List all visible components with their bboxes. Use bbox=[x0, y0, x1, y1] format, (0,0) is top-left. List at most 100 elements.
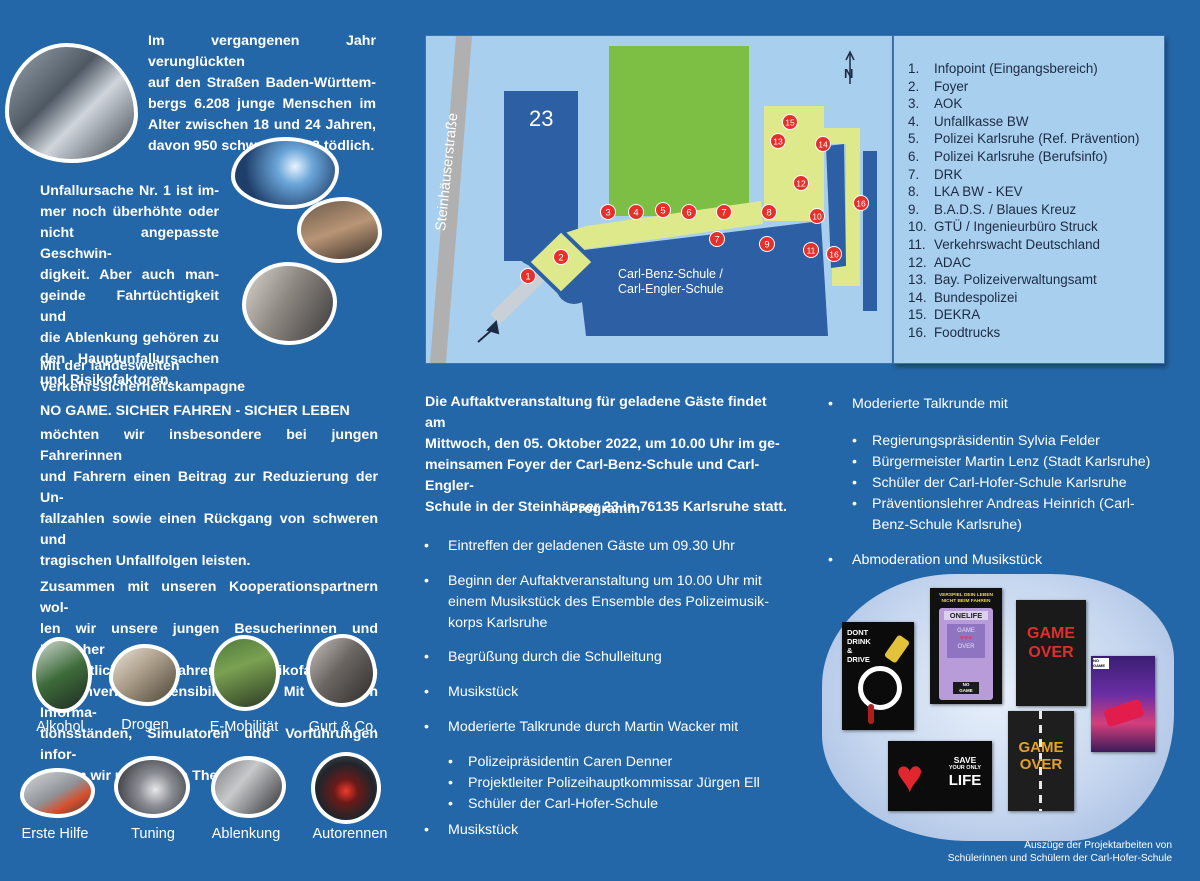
program-item-music-2: Musikstück bbox=[424, 820, 518, 841]
caption-line: Schülerinnen und Schülern der Carl-Hofer… bbox=[947, 853, 1172, 864]
speed-photo bbox=[231, 137, 339, 209]
map-marker-label: 6 bbox=[686, 208, 691, 219]
legend-number: 15. bbox=[908, 307, 927, 323]
map-marker bbox=[553, 249, 569, 265]
map-marker-label: 3 bbox=[605, 208, 610, 219]
program-item-music-1: Musikstück bbox=[424, 682, 794, 703]
map-marker-label: 13 bbox=[773, 137, 783, 147]
legend-number: 2. bbox=[908, 78, 920, 94]
walkway-right bbox=[832, 128, 860, 286]
first-aid-icon bbox=[20, 768, 95, 818]
map-marker-label: 7 bbox=[714, 235, 719, 246]
map-marker-label: 4 bbox=[633, 208, 638, 219]
poster-game-over-road: GAME OVER bbox=[1008, 711, 1074, 811]
event-line: meinsamen Foyer der Carl-Benz-Schule und… bbox=[425, 457, 760, 494]
stats-line: auf den Straßen Baden-Württem- bbox=[148, 75, 376, 91]
poster-text: DRINK bbox=[847, 637, 871, 646]
program-item-text: Eintreffen der geladenen Gäste um 09.30 … bbox=[448, 538, 735, 554]
map-marker bbox=[761, 204, 777, 220]
heart-icon: ♥ bbox=[896, 750, 924, 802]
map-marker-label: 9 bbox=[764, 240, 769, 251]
legend-item: 10.GTÜ / Ingenieurbüro Struck bbox=[908, 218, 1164, 236]
entrance-walkway bbox=[490, 260, 556, 324]
talk-2-guest: Regierungspräsidentin Sylvia Felder bbox=[852, 431, 1168, 452]
poster-text: OVER bbox=[1028, 644, 1074, 661]
poster-text: SAVE bbox=[953, 755, 977, 765]
legend-item: 13.Bay. Polizeiverwaltungsamt bbox=[908, 271, 1164, 289]
campaign-name: NO GAME. SICHER FAHREN - SICHER LEBEN bbox=[40, 403, 350, 419]
poster-one-life: VERSPIEL DEIN LEBEN NICHT BEIM FAHREN ON… bbox=[930, 588, 1002, 704]
legend-number: 14. bbox=[908, 289, 927, 305]
building-23-label: 23 bbox=[529, 106, 554, 131]
stats-line: bergs 6.208 junge Menschen im bbox=[148, 96, 376, 112]
map-marker bbox=[809, 208, 825, 224]
campaign-intro: Mit der landesweiten Verkehrssicherheits… bbox=[40, 358, 246, 395]
legend-item: 4.Unfallkasse BW bbox=[908, 113, 1164, 131]
cause-line: Unfallursache Nr. 1 ist im- bbox=[40, 183, 219, 199]
stats-paragraph: Im vergangenen Jahr verunglückten auf de… bbox=[148, 31, 376, 157]
legend-label: AOK bbox=[934, 96, 963, 112]
guest-name: Projektleiter Polizeihauptkommissar Jürg… bbox=[468, 775, 760, 791]
map-marker bbox=[628, 204, 644, 220]
program-item-text: Moderierte Talkrunde durch Martin Wacker… bbox=[448, 719, 739, 735]
poster-text: OVER bbox=[1019, 756, 1063, 773]
map-marker bbox=[716, 204, 732, 220]
program-item-start: Beginn der Auftaktveranstaltung um 10.00… bbox=[424, 571, 794, 634]
legend-label: Bundespolizei bbox=[934, 289, 1018, 305]
guest-name: Schüler der Carl-Hofer-Schule Karlsruhe bbox=[872, 475, 1127, 491]
program-item-text: Musikstück bbox=[448, 822, 519, 838]
legend-item: 12.ADAC bbox=[908, 254, 1164, 272]
alcohol-icon bbox=[32, 637, 92, 713]
road-line bbox=[1039, 711, 1042, 811]
drugs-icon bbox=[109, 644, 180, 706]
poster-text: & bbox=[847, 646, 853, 655]
legend-number: 1. bbox=[908, 61, 920, 76]
event-line: Mittwoch, den 05. Oktober 2022, um 10.00… bbox=[425, 436, 780, 452]
program-item-closing: Abmoderation und Musikstück bbox=[828, 550, 1168, 571]
cause-line: nicht angepasste Geschwin- bbox=[40, 225, 219, 262]
cause-line: mer noch überhöhte oder bbox=[40, 204, 219, 220]
talk-1-guest: Schüler der Carl-Hofer-Schule bbox=[448, 794, 794, 815]
map-marker-label: 12 bbox=[796, 179, 806, 189]
map-marker bbox=[709, 231, 725, 247]
stats-line: Im vergangenen Jahr verunglückten bbox=[148, 33, 376, 70]
map-marker bbox=[782, 114, 798, 130]
program-item-text: Beginn der Auftaktveranstaltung um 10.00… bbox=[448, 573, 762, 589]
area-12 bbox=[764, 154, 819, 202]
legend-label: B.A.D.S. / Blaues Kreuz bbox=[934, 201, 1077, 217]
program-item-arrival: Eintreffen der geladenen Gäste um 09.30 … bbox=[424, 536, 794, 557]
program-item-talk-1: Moderierte Talkrunde durch Martin Wacker… bbox=[424, 717, 794, 815]
legend-item: 16.Foodtrucks bbox=[908, 324, 1164, 342]
legend-number: 11. bbox=[908, 236, 926, 252]
poster-text: GAME bbox=[1093, 663, 1105, 668]
racing-icon bbox=[311, 752, 381, 824]
guest-name: Benz-Schule Karlsruhe) bbox=[872, 517, 1022, 533]
school-label: Carl-Benz-Schule / Carl-Engler-Schule bbox=[618, 267, 724, 297]
legend-item: 8.LKA BW - KEV bbox=[908, 183, 1164, 201]
poster-text: NO bbox=[1093, 658, 1099, 663]
map-marker bbox=[803, 242, 819, 258]
legend-item: 6.Polizei Karlsruhe (Berufsinfo) bbox=[908, 148, 1164, 166]
building-narrow bbox=[826, 144, 846, 268]
legend-number: 12. bbox=[908, 254, 927, 270]
tuning-icon bbox=[114, 756, 190, 818]
campaign-line: und Fahrern einen Beitrag zur Reduzierun… bbox=[40, 469, 378, 506]
guest-name: Schüler der Carl-Hofer-Schule bbox=[468, 796, 659, 812]
poster-text: DRIVE bbox=[847, 655, 870, 664]
talk-1-guest: Projektleiter Polizeihauptkommissar Jürg… bbox=[448, 773, 794, 794]
event-line: Die Auftaktveranstaltung für geladene Gä… bbox=[425, 394, 767, 431]
program-item-talk-2: Moderierte Talkrunde mit Regierungspräsi… bbox=[828, 394, 1168, 536]
map-marker-label: 2 bbox=[558, 253, 563, 264]
topic-label-tuning: Tuning bbox=[131, 826, 175, 842]
map-marker bbox=[681, 204, 697, 220]
cause-line: digkeit. Aber auch man- bbox=[40, 267, 219, 283]
partner-line: Zusammen mit unseren Kooperationspartner… bbox=[40, 579, 378, 616]
legend-number: 9. bbox=[908, 201, 920, 217]
map-marker-label: 15 bbox=[785, 118, 795, 128]
walkway-connector bbox=[821, 128, 858, 144]
map-marker-label: 16 bbox=[829, 250, 839, 260]
map-marker-label: 8 bbox=[766, 208, 771, 219]
